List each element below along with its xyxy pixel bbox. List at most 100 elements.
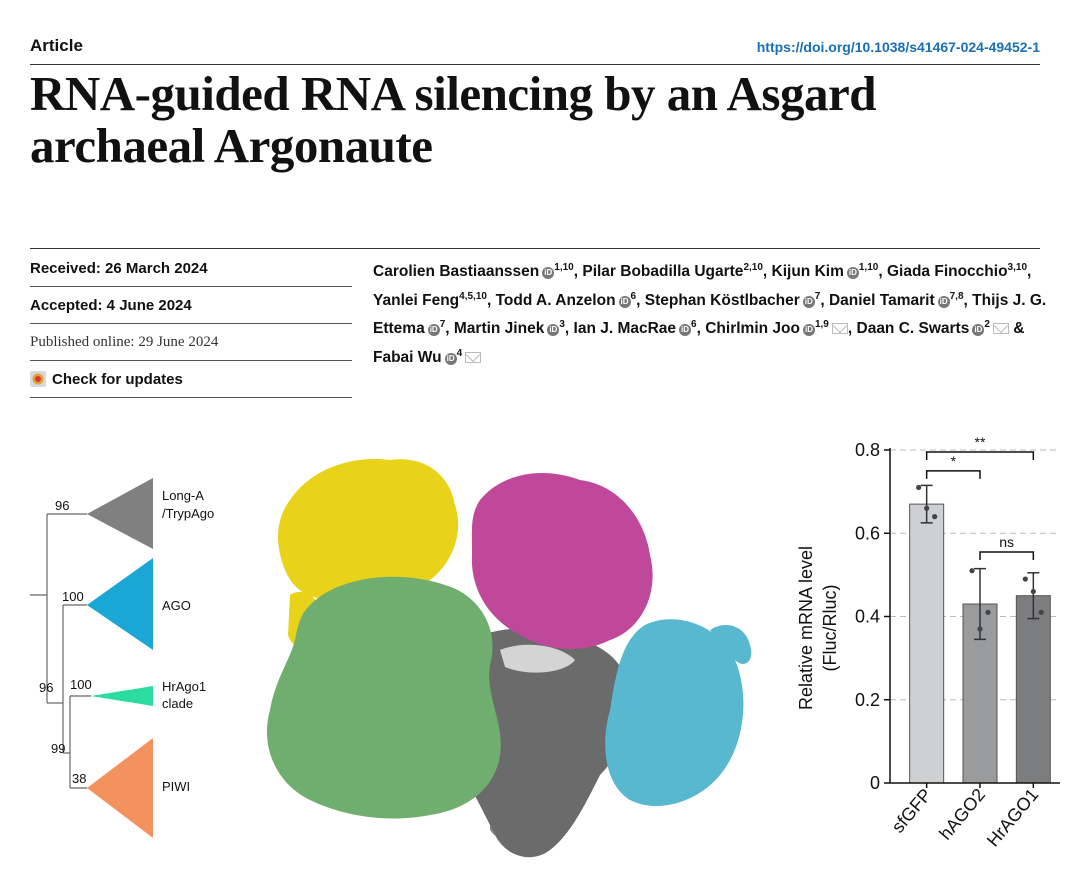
- clade-piwi-triangle: [87, 738, 153, 838]
- x-tick-label: HrAGO1: [983, 785, 1043, 851]
- header-rule: [30, 64, 1040, 65]
- bootstrap-value: 100: [70, 677, 92, 692]
- phylogenetic-tree: 96 100 96 100 99 38 Long-A /TrypAgo AGO …: [30, 478, 214, 838]
- author-name: Daniel Tamarit: [828, 291, 935, 309]
- email-icon[interactable]: [992, 323, 1009, 335]
- author-name: Kijun Kim: [771, 263, 844, 281]
- author-separator: ,: [696, 320, 706, 338]
- author-name: Stephan Köstlbacher: [644, 291, 800, 309]
- author-separator: ,: [762, 263, 772, 281]
- data-point: [932, 514, 938, 520]
- author-name: Ian J. MacRae: [573, 320, 677, 338]
- bar: [1015, 595, 1051, 784]
- author-name: Pilar Bobadilla Ugarte: [582, 263, 744, 281]
- data-point: [977, 626, 983, 632]
- significance-label: *: [951, 453, 957, 469]
- article-title: RNA-guided RNA silencing by an Asgard ar…: [30, 66, 876, 173]
- chart-y-axis-label-units: (Fluc/Rluc): [820, 584, 840, 671]
- check-updates-label: Check for updates: [52, 370, 183, 388]
- author-affiliation: 3,10: [1007, 262, 1028, 273]
- clade-label-long-a: Long-A: [162, 488, 204, 503]
- orcid-icon[interactable]: iD: [846, 267, 859, 280]
- significance-bracket: [925, 470, 981, 479]
- y-tick-label: 0.6: [855, 523, 880, 543]
- bootstrap-value: 96: [55, 498, 69, 513]
- orcid-icon[interactable]: iD: [444, 353, 457, 366]
- author-name: Carolien Bastiaanssen: [373, 263, 540, 281]
- check-updates-icon: [30, 371, 46, 387]
- orcid-icon[interactable]: iD: [802, 324, 815, 337]
- author-separator: ,: [963, 291, 973, 309]
- orcid-icon[interactable]: iD: [618, 295, 631, 308]
- author-affiliation: 7: [439, 319, 446, 331]
- x-tick-label: sfGFP: [888, 785, 936, 837]
- structure-rna-strand: [500, 644, 575, 673]
- author-separator: ,: [820, 291, 829, 309]
- author[interactable]: Giada Finocchio3,10: [886, 262, 1028, 281]
- x-tick-label: hAGO2: [935, 785, 989, 844]
- author-separator: ,: [878, 263, 887, 281]
- doi-link[interactable]: https://doi.org/10.1038/s41467-024-49452…: [756, 39, 1040, 55]
- author-name: Todd A. Anzelon: [495, 291, 616, 309]
- tree-branches: [30, 513, 91, 789]
- email-icon[interactable]: [465, 352, 482, 364]
- structure-magenta-domain: [471, 472, 653, 650]
- orcid-icon[interactable]: iD: [427, 324, 440, 337]
- structure-green-domain: [266, 576, 501, 819]
- bootstrap-value: 38: [72, 771, 86, 786]
- cryo-em-structure-image: [266, 459, 752, 858]
- orcid-icon[interactable]: iD: [547, 324, 560, 337]
- author-affiliation: 1,10: [858, 262, 879, 273]
- received-date: Received: 26 March 2024: [30, 250, 352, 287]
- clade-label-ago: AGO: [162, 598, 191, 613]
- data-point: [969, 568, 975, 574]
- author-name: Martin Jinek: [453, 320, 545, 338]
- clade-hrago1-triangle: [91, 686, 153, 706]
- title-rule: [30, 248, 1040, 249]
- orcid-icon[interactable]: iD: [802, 295, 815, 308]
- y-tick-label: 0.4: [855, 607, 880, 627]
- author-name: Daan C. Swarts: [856, 320, 970, 338]
- bootstrap-value: 99: [51, 741, 65, 756]
- check-updates-button[interactable]: Check for updates: [30, 361, 352, 398]
- email-icon[interactable]: [831, 323, 848, 335]
- author-name: Giada Finocchio: [886, 263, 1008, 281]
- author[interactable]: Yanlei Feng4,5,10: [373, 291, 487, 309]
- orcid-icon[interactable]: iD: [542, 267, 555, 280]
- clade-ago-triangle: [87, 558, 153, 650]
- author-name: Chirlmin Joo: [705, 320, 800, 338]
- significance-bracket: [925, 451, 1035, 460]
- chart-significance: ***ns: [925, 434, 1035, 560]
- author-name: Yanlei Feng: [373, 291, 460, 309]
- author-separator: ,: [847, 320, 857, 338]
- structure-cyan-domain: [605, 619, 752, 806]
- author[interactable]: Pilar Bobadilla Ugarte2,10: [582, 262, 763, 281]
- chart-y-axis-label: Relative mRNA level: [796, 546, 816, 710]
- orcid-icon[interactable]: iD: [972, 324, 985, 337]
- chart-bars: [909, 484, 1051, 784]
- bootstrap-value: 100: [62, 589, 84, 604]
- author-name: Thijs J. G. Ettema: [373, 291, 1047, 338]
- orcid-icon[interactable]: iD: [937, 295, 950, 308]
- author-affiliation: 6: [691, 319, 697, 331]
- clade-label-long-a-sub: /TrypAgo: [162, 506, 214, 521]
- clade-label-piwi: PIWI: [162, 779, 190, 794]
- accepted-date: Accepted: 4 June 2024: [30, 287, 352, 324]
- author-affiliation: 1,9: [814, 319, 829, 331]
- orcid-icon[interactable]: iD: [679, 324, 692, 337]
- significance-label: ns: [999, 534, 1014, 550]
- significance-label: **: [975, 434, 986, 450]
- data-point: [1022, 576, 1028, 582]
